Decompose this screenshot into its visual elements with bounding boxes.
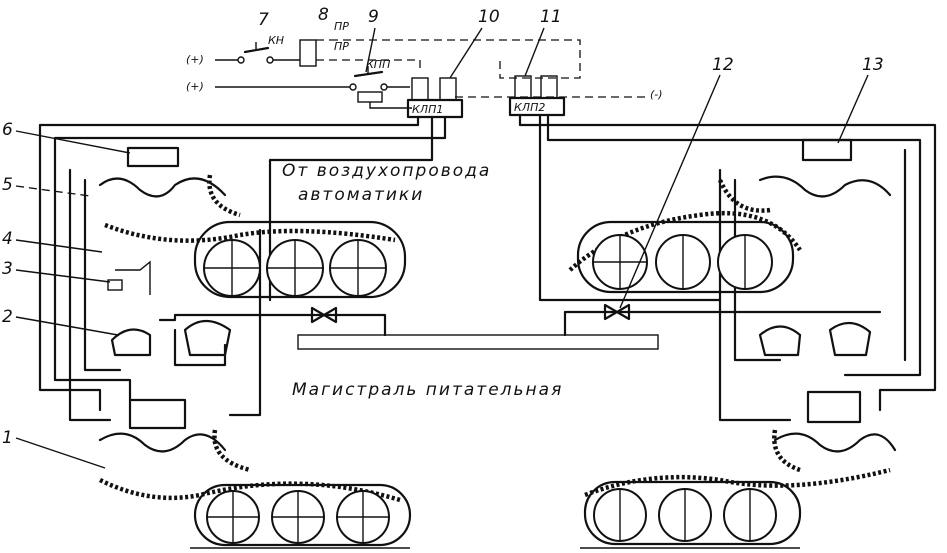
- label-7: 7: [258, 10, 269, 30]
- control-circuit: (+) (+) (-) КН ПР ПР КПП КЛП1: [186, 20, 663, 119]
- switch-pr1-label: ПР: [334, 20, 349, 33]
- feed-main-pipe: [297, 334, 659, 350]
- bogie-lower-right: [580, 390, 897, 549]
- caption-main-line: Магистраль питательная: [292, 380, 563, 400]
- switch-kpp-label: КПП: [366, 58, 390, 71]
- brake-valve-2: [110, 328, 152, 357]
- brake-cylinder-13: [801, 138, 853, 162]
- label-12: 12: [712, 55, 734, 75]
- track-hose-upper-left: [104, 222, 396, 243]
- label-2: 2: [2, 307, 13, 327]
- relay-pr: [299, 39, 317, 67]
- track-lower-left: [193, 483, 412, 547]
- switch-kn-label: КН: [268, 34, 284, 47]
- label-10: 10: [478, 7, 500, 27]
- check-valve-right: [603, 303, 631, 321]
- label-11: 11: [540, 7, 562, 27]
- label-3: 3: [2, 259, 13, 279]
- valve-klp1: [406, 98, 464, 119]
- track-upper-right: [576, 220, 795, 294]
- track-upper-left: [193, 220, 407, 299]
- terminal-plus-bottom: (+): [186, 80, 204, 93]
- label-1: 1: [2, 428, 13, 448]
- label-9: 9: [368, 7, 379, 27]
- terminal-minus: (-): [650, 88, 663, 101]
- caption-air-line-2: автоматики: [298, 185, 424, 205]
- klp2-coil-a: [514, 75, 532, 99]
- label-5: 5: [2, 175, 13, 195]
- caption-air-line-1: От воздухопровода: [282, 161, 491, 181]
- klp2-coil-b: [540, 75, 558, 99]
- label-6: 6: [2, 120, 13, 140]
- bogie-upper-left: [98, 146, 407, 357]
- label-13: 13: [862, 55, 884, 75]
- label-8: 8: [318, 5, 329, 25]
- brake-cylinder-lower-right: [806, 390, 862, 424]
- valve-klp2-label: КЛП2: [514, 101, 545, 114]
- bogie-upper-right: [568, 138, 892, 357]
- switch-pr2-label: ПР: [334, 40, 349, 53]
- klp1-coil-a: [411, 77, 429, 101]
- check-valve-left: [310, 306, 338, 324]
- brake-cylinder-lower-left: [128, 398, 187, 430]
- valve-klp2: [508, 96, 566, 117]
- klp1-coil-b: [439, 77, 457, 101]
- label-4: 4: [2, 229, 13, 249]
- bogie-lower-left: [98, 398, 412, 549]
- air-piping: [38, 113, 937, 422]
- terminal-plus-top: (+): [186, 53, 204, 66]
- callouts: 1 2 3 4 5 6 7 8 9 10 11 12 13: [2, 5, 884, 469]
- brake-cylinder-6: [126, 146, 180, 168]
- valve-klp1-label: КЛП1: [412, 103, 443, 116]
- track-lower-right: [583, 480, 802, 546]
